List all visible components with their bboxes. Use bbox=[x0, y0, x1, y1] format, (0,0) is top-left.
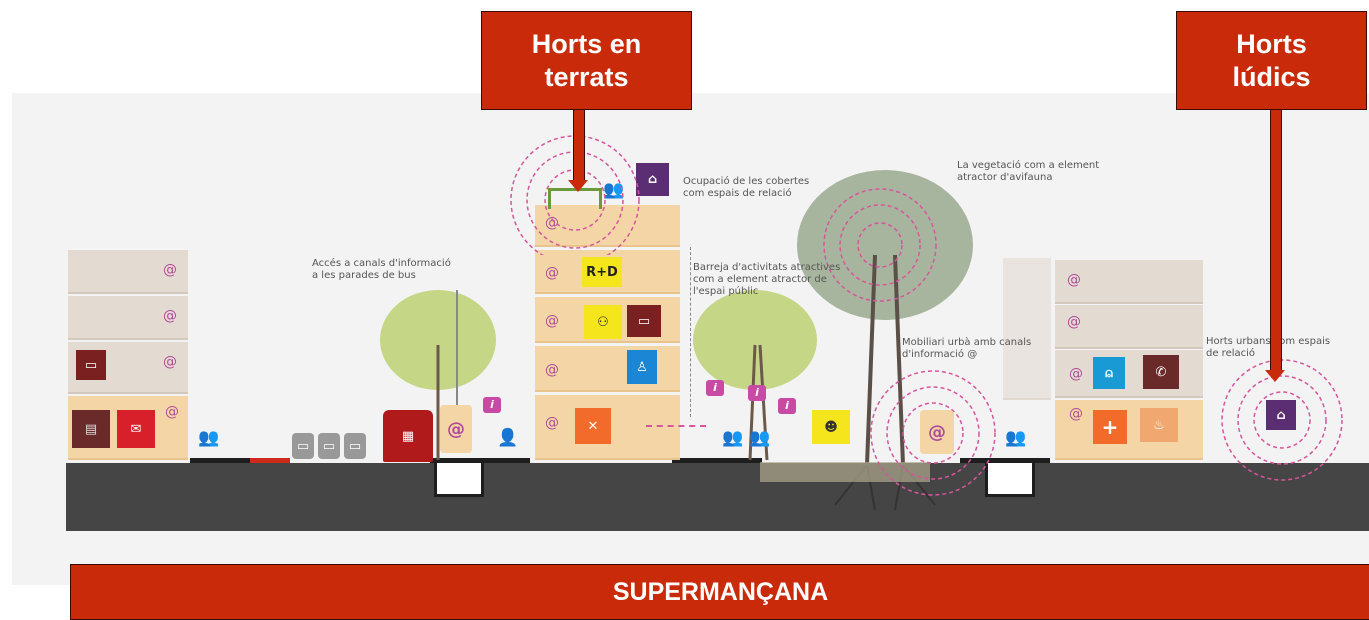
mail-icon: ✉ bbox=[117, 410, 155, 448]
activity-icon: ☻ bbox=[812, 410, 850, 444]
at-symbol: @ bbox=[1069, 366, 1083, 382]
furniture-signal-rings bbox=[870, 370, 996, 496]
at-symbol: @ bbox=[545, 362, 559, 378]
supermancana-banner: SUPERMANÇANA bbox=[70, 564, 1369, 620]
label-vegetation: La vegetació com a element atractor d'av… bbox=[957, 160, 1100, 183]
at-symbol: @ bbox=[163, 354, 177, 370]
at-symbol: @ bbox=[1067, 272, 1081, 288]
info-kiosk-icon: @ bbox=[920, 410, 954, 454]
callout-pointer-center bbox=[573, 108, 585, 182]
label-urban-gardens: Horts urbans com espais de relació bbox=[1206, 336, 1331, 359]
at-symbol: @ bbox=[1069, 406, 1083, 422]
at-symbol: @ bbox=[928, 421, 946, 443]
callout-pointer-tip-center bbox=[568, 180, 588, 192]
health-cross-icon: + bbox=[1093, 410, 1127, 444]
person-icon: 👥 bbox=[749, 428, 771, 448]
info-arrow bbox=[690, 247, 691, 417]
faded-header-fragment bbox=[180, 82, 410, 96]
at-symbol: @ bbox=[163, 308, 177, 324]
right-building-floor-1 bbox=[1055, 260, 1203, 304]
info-kiosk-icon: @ bbox=[440, 405, 472, 453]
car-icon: ▭ bbox=[292, 433, 314, 459]
person-icon: 👥 bbox=[198, 428, 220, 448]
activity-arrow bbox=[646, 425, 706, 427]
callout-horts-en-terrats: Horts en terrats bbox=[481, 11, 692, 110]
label-furniture: Mobiliari urbà amb canals d'informació @ bbox=[902, 337, 1032, 360]
bus-icon: ▦ bbox=[383, 410, 433, 462]
underground-gallery-right bbox=[985, 463, 1035, 497]
person-icon: 👥 bbox=[1005, 428, 1027, 448]
garden-icon: ⌂ bbox=[1266, 400, 1296, 430]
food-icon: ♨ bbox=[1140, 408, 1178, 442]
info-bubble-icon: i bbox=[706, 380, 724, 396]
person-icon: 👤 bbox=[497, 428, 519, 448]
garden-signal-rings bbox=[1221, 359, 1343, 481]
left-building-floor-2 bbox=[68, 296, 188, 340]
info-symbol: i bbox=[713, 381, 717, 394]
person-icon: 👥 bbox=[603, 180, 625, 200]
left-building-floor-1 bbox=[68, 250, 188, 294]
callout-horts-ludics: Horts lúdics bbox=[1176, 11, 1367, 110]
info-symbol: i bbox=[755, 386, 759, 399]
right-building-ground bbox=[1055, 400, 1203, 460]
info-bubble-icon: i bbox=[778, 398, 796, 414]
at-symbol: @ bbox=[545, 313, 559, 329]
at-symbol: @ bbox=[545, 215, 559, 231]
info-bubble-icon: i bbox=[748, 385, 766, 401]
info-symbol: i bbox=[785, 399, 789, 412]
label-roofs: Ocupació de les cobertes com espais de r… bbox=[683, 176, 810, 199]
sidewalk-center bbox=[672, 458, 762, 463]
bus-stop-pole bbox=[456, 290, 458, 410]
label-activities: Barreja d'activitats atractives com a el… bbox=[693, 262, 841, 297]
garden-icon: ⌂ bbox=[636, 163, 669, 196]
at-symbol: @ bbox=[545, 415, 559, 431]
car-icon: ▭ bbox=[318, 433, 340, 459]
info-symbol: i bbox=[490, 398, 494, 411]
rd-label: R+D bbox=[586, 264, 618, 280]
at-symbol: @ bbox=[163, 262, 177, 278]
briefcase-icon: ▭ bbox=[627, 305, 661, 337]
street-ground bbox=[66, 463, 1369, 531]
car-icon: ▭ bbox=[344, 433, 366, 459]
tooth-icon: ⍝ bbox=[1093, 357, 1125, 389]
right-building-top bbox=[1003, 258, 1051, 400]
tree-center bbox=[693, 290, 817, 461]
at-symbol: @ bbox=[1067, 314, 1081, 330]
right-building-floor-2 bbox=[1055, 305, 1203, 349]
label-bus-info: Accés a canals d'informació a les parade… bbox=[312, 258, 451, 281]
bench bbox=[760, 462, 930, 482]
coins-icon: ▤ bbox=[72, 410, 110, 448]
phone-icon: ✆ bbox=[1143, 355, 1179, 389]
tree-big bbox=[797, 170, 973, 511]
info-bubble-icon: i bbox=[483, 397, 501, 413]
sidewalk-right bbox=[960, 458, 1050, 463]
bike-lane bbox=[250, 458, 290, 463]
at-symbol: @ bbox=[545, 265, 559, 281]
callout-pointer-tip-right bbox=[1265, 370, 1285, 382]
at-symbol: @ bbox=[165, 404, 179, 420]
tools-icon: ✕ bbox=[575, 408, 611, 444]
at-symbol: @ bbox=[447, 418, 465, 440]
underground-gallery-left bbox=[434, 463, 484, 497]
vegetation-signal-rings bbox=[823, 188, 937, 302]
people-icon: ⚇ bbox=[584, 305, 622, 339]
sidewalk-bus bbox=[430, 458, 530, 463]
doctor-icon: ♙ bbox=[627, 350, 657, 384]
tree-left bbox=[380, 290, 496, 460]
person-icon: 👥 bbox=[722, 428, 744, 448]
rd-icon: R+D bbox=[582, 257, 622, 287]
briefcase-icon: ▭ bbox=[76, 350, 106, 380]
callout-pointer-right bbox=[1270, 108, 1282, 372]
sidewalk-left bbox=[190, 458, 250, 463]
